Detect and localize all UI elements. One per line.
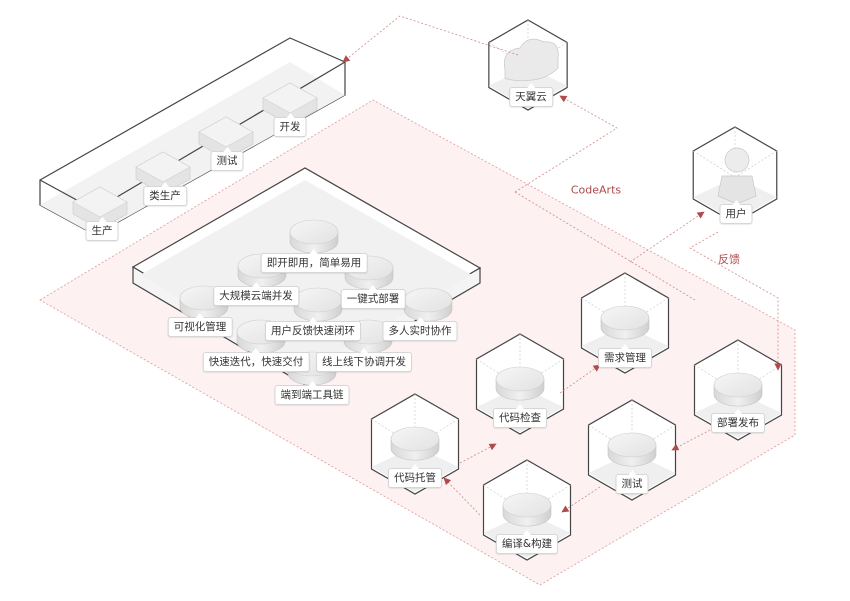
stage-test: 测试 <box>615 470 649 494</box>
legacy-item-staging: 类生产 <box>143 182 187 206</box>
flow-build-to-hosting <box>443 477 481 516</box>
feature-fast-iteration: 快速迭代，快速交付 <box>202 348 310 372</box>
user-icon <box>724 147 750 173</box>
flow-test-to-build <box>561 486 601 513</box>
stage-build: 编译&构建 <box>495 530 559 554</box>
feature-one-click-deploy: 一键式部署 <box>340 285 406 309</box>
flow-codearts-to-cloud <box>514 95 618 193</box>
flow-feedback <box>689 231 782 371</box>
cloud-label: 天翼云 <box>509 83 553 107</box>
stage-code-check: 代码检查 <box>493 404 547 428</box>
feature-e2e-toolchain: 端到端工具链 <box>274 381 350 405</box>
legacy-item-production: 生产 <box>85 217 119 241</box>
legacy-item-develop: 开发 <box>273 113 307 137</box>
flow-codearts-bracket <box>514 191 696 301</box>
feature-realtime-collab: 多人实时协作 <box>382 317 458 341</box>
cloud-icon <box>504 38 559 82</box>
codearts-label: CodeArts <box>570 183 622 197</box>
feature-feedback-loop: 用户反馈快速闭环 <box>265 317 361 341</box>
flow-deploy-to-test <box>671 429 711 451</box>
feature-cloud-concurrency: 大规模云端并发 <box>213 282 299 306</box>
feedback-label: 反馈 <box>718 253 740 266</box>
flow-check-to-requirements <box>559 364 601 394</box>
feature-ready-to-use: 即开即用，简单易用 <box>260 249 368 273</box>
stage-deploy: 部署发布 <box>711 409 765 433</box>
user-label: 用户 <box>719 200 753 224</box>
flow-to-user <box>629 211 705 263</box>
feature-visual-management: 可视化管理 <box>167 313 233 337</box>
legacy-item-test: 测试 <box>210 147 244 171</box>
stage-code-hosting: 代码托管 <box>388 464 442 488</box>
flow-cloud-to-legacy <box>342 15 519 63</box>
feature-online-offline: 线上线下协调开发 <box>316 348 412 372</box>
stage-requirements: 需求管理 <box>598 344 652 368</box>
flow-hosting-to-check <box>459 443 497 464</box>
